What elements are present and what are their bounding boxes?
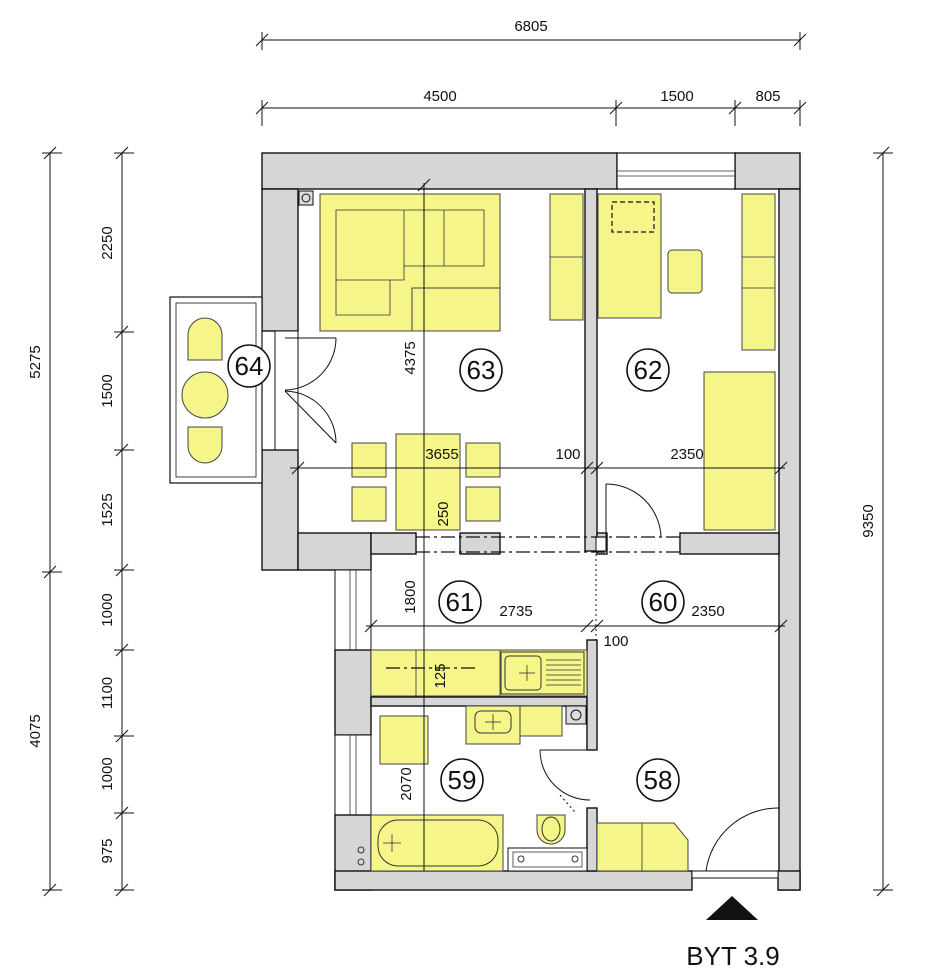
- dim-left-outer-2: 4075: [27, 714, 44, 747]
- room-62-marker: 62: [626, 348, 670, 392]
- chair-3: [465, 442, 501, 478]
- dim-living-width: 3655: [425, 446, 458, 463]
- room-59-marker: 59: [440, 758, 484, 802]
- dim-living-height: 4375: [402, 341, 419, 374]
- dimension-lines: [42, 32, 893, 897]
- balcony-table: [181, 371, 229, 419]
- bathroom: [357, 705, 591, 872]
- dim-left-inner-6: 1000: [99, 757, 116, 790]
- dim-right-total: 9350: [860, 504, 877, 537]
- dim-top-seg-2: 1500: [660, 88, 693, 105]
- dim-hall-depth: 1800: [402, 580, 419, 613]
- dim-left-inner-5: 1100: [99, 677, 116, 709]
- dining-table: [395, 433, 461, 531]
- shoe-cabinet: [596, 822, 689, 872]
- dim-counter: 125: [432, 663, 449, 688]
- room-63-marker: 63: [459, 348, 503, 392]
- balcony-chair-top: [187, 317, 223, 361]
- desk: [597, 193, 662, 319]
- dim-left-inner-7: 975: [99, 838, 116, 863]
- dim-left-inner-3: 1525: [99, 493, 116, 526]
- bed: [703, 371, 776, 531]
- interior-dimension-lines: [290, 178, 788, 871]
- chair-2: [351, 486, 387, 522]
- bath-shelf: [519, 705, 563, 737]
- dim-kitchen-width: 2735: [499, 603, 532, 620]
- desk-chair: [667, 249, 703, 294]
- coffee-table: [411, 287, 501, 332]
- balcony-chair-bottom: [187, 426, 223, 464]
- room-64-label: 64: [235, 351, 264, 381]
- room-58-marker: 58: [636, 758, 680, 802]
- room-62-label: 62: [634, 355, 663, 385]
- dim-bedroom-width: 2350: [670, 446, 703, 463]
- chair-4: [465, 486, 501, 522]
- room-59-label: 59: [448, 765, 477, 795]
- kitchen: [370, 649, 588, 697]
- dim-top-seg-1: 4500: [423, 88, 456, 105]
- bedroom-furniture: [597, 193, 776, 538]
- apartment-label: BYT 3.9: [686, 941, 779, 971]
- room-61-marker: 61: [438, 580, 482, 624]
- wardrobe: [741, 193, 776, 351]
- dim-left-outer-1: 5275: [27, 345, 44, 378]
- dim-bath-height: 2070: [398, 767, 415, 800]
- dim-left-inner-1: 2250: [99, 226, 116, 259]
- room-63-label: 63: [467, 355, 496, 385]
- room-60-label: 60: [649, 587, 678, 617]
- dim-left-inner-4: 1000: [99, 593, 116, 626]
- room-64-marker: 64: [227, 344, 271, 388]
- balcony: [169, 296, 263, 484]
- dim-top-seg-3: 805: [755, 88, 780, 105]
- entrance-arrow-icon: [706, 896, 758, 920]
- dim-partition-b: 100: [603, 633, 628, 650]
- dim-table: 250: [435, 501, 452, 526]
- living-room-furniture: [284, 190, 584, 531]
- room-58-label: 58: [644, 765, 673, 795]
- dim-top-total: 6805: [514, 18, 547, 35]
- entry-hall: [596, 807, 780, 879]
- washing-machine: [379, 715, 429, 765]
- room-60-marker: 60: [641, 580, 685, 624]
- toilet: [536, 814, 566, 845]
- dim-hall-width: 2350: [691, 603, 724, 620]
- room-61-label: 61: [446, 587, 475, 617]
- dim-left-inner-2: 1500: [99, 374, 116, 407]
- dim-partition-a: 100: [555, 446, 580, 463]
- chair-1: [351, 442, 387, 478]
